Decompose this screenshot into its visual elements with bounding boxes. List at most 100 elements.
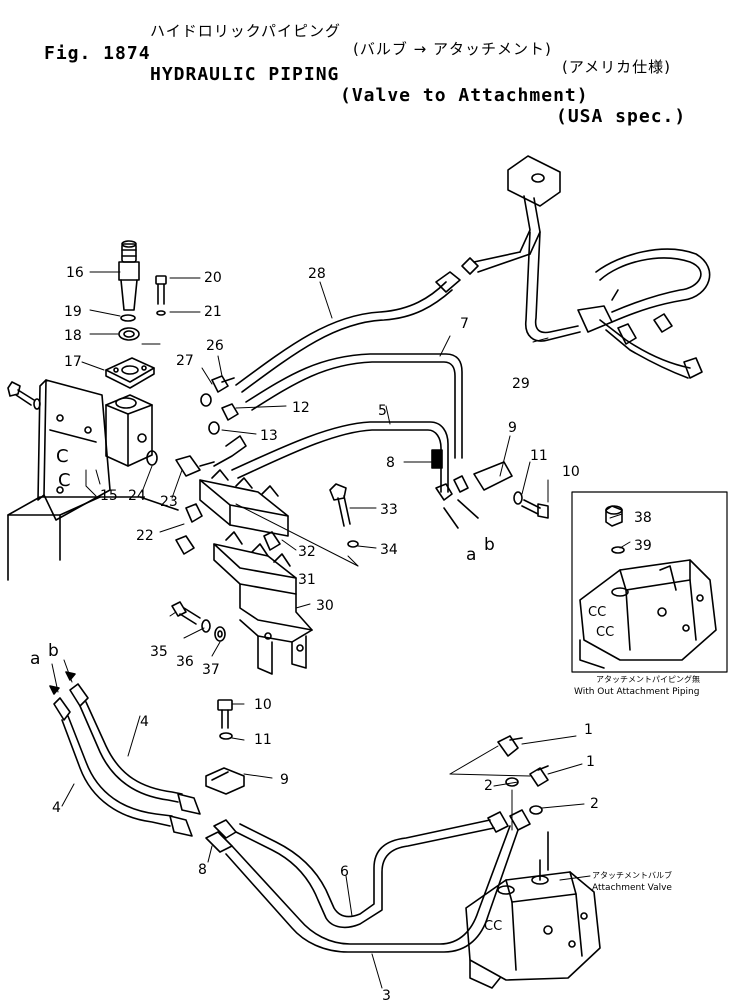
callout-38: 38: [634, 510, 652, 526]
seal-18-inner: [123, 330, 135, 338]
label-b-left: b: [48, 641, 59, 661]
block-mark-5: CC: [484, 919, 502, 934]
pipe-7: [245, 353, 463, 459]
callout-33: 33: [380, 502, 398, 518]
bolt-left: [7, 381, 41, 410]
callout-21: 21: [204, 304, 222, 320]
callout-11-upper: 11: [530, 448, 548, 464]
valve-block: [105, 394, 153, 467]
oring-19: [120, 314, 136, 322]
callout-28: 28: [308, 266, 326, 282]
callout-15: 15: [100, 488, 118, 504]
fittings-1-2: [497, 735, 549, 815]
arrowheads-lower: [49, 671, 76, 695]
callout-31: 31: [298, 572, 316, 588]
pipes-3-6: [225, 809, 531, 953]
callout-22: 22: [136, 528, 154, 544]
callout-6: 6: [340, 864, 349, 880]
label-b-top: b: [484, 535, 495, 555]
title-jp-name: ハイドロリックパイピング: [150, 22, 341, 40]
relief-valve-16: [118, 240, 140, 311]
callout-12: 12: [292, 400, 310, 416]
callout-34: 34: [380, 542, 398, 558]
figure-number: Fig. 1874: [44, 43, 151, 64]
block-mark-2: C: [58, 470, 71, 491]
callout-32: 32: [298, 544, 316, 560]
flow-arrows-upper: [443, 499, 479, 529]
callout-8-lower: 8: [198, 862, 207, 878]
pipe-manifold-link: [213, 435, 247, 467]
callout-18: 18: [64, 328, 82, 344]
inset-caption-en: With Out Attachment Piping: [574, 687, 699, 697]
callout-17: 17: [64, 354, 82, 370]
block-marks: C C CC CC CC: [56, 446, 614, 934]
valve-label-en: Attachment Valve: [592, 883, 672, 893]
manifold-block: [175, 469, 289, 555]
callout-10-upper: 10: [562, 464, 580, 480]
callout-13: 13: [260, 428, 278, 444]
flange-plate-17: [105, 357, 155, 389]
callout-27: 27: [176, 353, 194, 369]
callout-11-lower: 11: [254, 732, 272, 748]
callout-20: 20: [204, 270, 222, 286]
captions: アタッチメントパイピング無 With Out Attachment Piping…: [574, 674, 700, 893]
inset-box: [571, 491, 728, 673]
pipe-29: [473, 155, 711, 379]
title-jp-subtitle: (バルブ → アタッチメント): [353, 40, 552, 58]
callout-1-b: 1: [586, 754, 595, 770]
bolt-35: [171, 601, 226, 642]
bolt-20: [155, 275, 167, 316]
callout-4-b: 4: [52, 800, 61, 816]
inset-caption-jp: アタッチメントパイピング無: [596, 674, 700, 684]
callout-2-a: 2: [484, 778, 493, 794]
block-mark-3: CC: [588, 605, 606, 620]
callout-19: 19: [64, 304, 82, 320]
callout-2-b: 2: [590, 796, 599, 812]
callout-9-lower: 9: [280, 772, 289, 788]
label-a-top: a: [466, 545, 476, 565]
callout-9-upper: 9: [508, 420, 517, 436]
block-mark-1: C: [56, 446, 69, 467]
callout-4-a: 4: [140, 714, 149, 730]
callout-36: 36: [176, 654, 194, 670]
bolt-10-upper: [513, 491, 549, 519]
clamp-9-lower: [205, 767, 245, 795]
bracket-15: [37, 379, 111, 521]
callout-16: 16: [66, 265, 84, 281]
bolt-10-lower: [217, 699, 233, 740]
fitting-26: [200, 375, 235, 407]
callout-23: 23: [160, 494, 178, 510]
leaders-upper: [81, 271, 631, 657]
title-english: Fig. 1874 HYDRAULIC PIPING (Valve to Att…: [0, 22, 755, 148]
callout-24: 24: [128, 488, 146, 504]
fitting-12: [208, 403, 239, 435]
callout-3: 3: [382, 988, 391, 1003]
elbow-23: [175, 455, 215, 477]
attachment-valve: [465, 831, 601, 989]
leaders-lower: [51, 659, 591, 989]
callout-39: 39: [634, 538, 652, 554]
hoses-4: [53, 683, 201, 837]
support-bracket-30: [239, 583, 313, 675]
callout-1-a: 1: [584, 722, 593, 738]
callout-37: 37: [202, 662, 220, 678]
clamp-8-lower: [205, 819, 237, 853]
title-jp-spec: (アメリカ仕様): [562, 58, 671, 76]
callout-8-upper: 8: [386, 455, 395, 471]
figure-subtitle: (Valve to Attachment): [340, 85, 589, 106]
clamp-upper: [431, 449, 513, 501]
hose-28: [235, 257, 479, 393]
figure-spec: (USA spec.): [556, 106, 687, 127]
callout-numbers: 16 19 18 17 20 21 27 26 12 13 28 7 5 8 9…: [30, 265, 652, 1003]
pipe-5: [231, 421, 449, 493]
callout-35: 35: [150, 644, 168, 660]
label-a-left: a: [30, 649, 40, 669]
bolt-33: [329, 483, 359, 548]
title-japanese: ハイドロリックパイピング (バルブ → アタッチメント) (アメリカ仕様): [0, 2, 755, 92]
callout-5: 5: [378, 403, 387, 419]
callout-29: 29: [512, 376, 530, 392]
callout-30: 30: [316, 598, 334, 614]
callout-26: 26: [206, 338, 224, 354]
